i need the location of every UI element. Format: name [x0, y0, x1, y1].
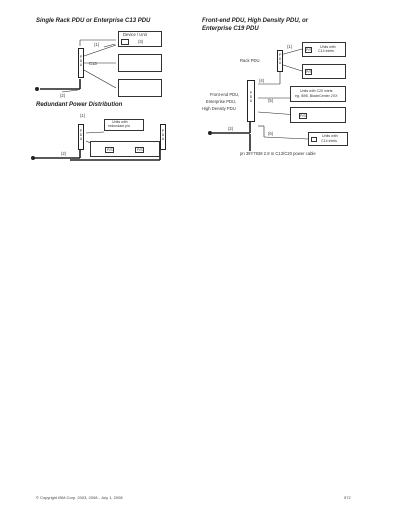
section-heading-frontend-line1: Front-end PDU, High Density PDU, or — [202, 18, 309, 24]
device-box-2 — [118, 54, 162, 72]
callout-1: (1) — [94, 42, 100, 47]
c20-units-box-2: P/S — [290, 107, 346, 123]
callout-3: (3) — [138, 39, 144, 44]
c20-units-box: Units with C20 inlets eg. i595, BladeCen… — [290, 86, 346, 102]
plug-icon — [31, 156, 35, 160]
ps-inlet: P/S — [305, 47, 312, 53]
pdu-letter-p: P — [161, 129, 165, 133]
c14-units-box-top: P/S Units with C14 inlets — [302, 42, 346, 57]
c14-bottom-line1: Units with — [322, 134, 338, 138]
pdu-letter-u: U — [79, 63, 83, 68]
frontend-pdu-strip: P D U — [247, 80, 255, 122]
c14-units-box-2: P/S — [302, 64, 346, 79]
right-callout-6: (6) — [268, 131, 274, 136]
right-callout-4: (4) — [259, 78, 265, 83]
c14-bottom-line2: C14 inlets — [321, 139, 337, 143]
redundant-unit-box: Units with redundant p/s — [104, 119, 144, 131]
right-callout-2: (2) — [228, 126, 234, 131]
plug-icon — [35, 87, 39, 91]
redundant-unit-line2: redundant p/s — [108, 124, 130, 128]
frontend-line1: Front-end PDU, — [210, 92, 240, 97]
ps-inlet: P/S — [299, 113, 307, 119]
cable-label: pn 39Y7938 2.8 m C13/C20 power cable — [240, 151, 316, 156]
ps-inlet: P/S — [305, 69, 312, 75]
pdu-strip: P D U — [78, 48, 84, 78]
ps-label: P/S — [306, 70, 312, 74]
footer-copyright: © Copyright IBM Corp. 2003, 2008 - July … — [36, 495, 123, 500]
device-box-3 — [118, 79, 162, 97]
pdu-letter-u: U — [249, 99, 253, 104]
pdu-letter-d: D — [161, 133, 165, 138]
pdu-letter-p: P — [278, 53, 282, 57]
c13-label: C13 — [89, 61, 97, 66]
ps-label-1: P/S — [107, 148, 113, 152]
c20-line1: Units with C20 inlets — [300, 89, 333, 93]
callout-2: (2) — [60, 93, 66, 98]
redundant-system-box: P/S P/S — [90, 141, 160, 157]
device-unit-box: Device / Unit (3) — [118, 31, 162, 47]
pdu-letter-d: D — [79, 133, 83, 138]
pdu-letter-d: D — [249, 95, 253, 100]
c20-line2: eg. i595, BladeCenter 2XX — [295, 94, 338, 98]
pdu-letter-d: D — [278, 57, 282, 62]
c14-top-line2: C14 inlets — [318, 49, 334, 53]
section-heading-frontend-line2: Enterprise C19 PDU — [202, 26, 259, 32]
pdu-letter-u: U — [278, 61, 282, 66]
pdu-letter-d: D — [79, 59, 83, 64]
section-heading-single-rack-pdu: Single Rack PDU or Enterprise C13 PDU — [36, 18, 151, 24]
rack-pdu-label: Rack PDU — [240, 58, 260, 63]
device-inlet — [121, 39, 129, 45]
pdu-letter-u: U — [161, 137, 165, 142]
redundant-pdu-left: P D U — [78, 124, 84, 150]
c14-top-line1: Units with — [320, 45, 336, 49]
pdu-letter-u: U — [79, 137, 83, 142]
power-supply-2: P/S — [135, 147, 144, 153]
ps-label: P/S — [306, 48, 312, 52]
pdu-letter-p: P — [79, 55, 83, 59]
redundant-pdu-right: P D U — [160, 124, 166, 150]
section-heading-redundant: Redundant Power Distribution — [36, 102, 123, 108]
redundant-unit-line1: Units with — [112, 120, 128, 124]
pdu-letter-p: P — [249, 91, 253, 95]
inlet-bottom — [311, 137, 317, 142]
right-callout-5: (5) — [268, 98, 274, 103]
ps-label-2: P/S — [137, 148, 143, 152]
ps-label: P/S — [300, 114, 306, 118]
power-supply-1: P/S — [105, 147, 114, 153]
plug-icon — [208, 131, 212, 135]
redundant-callout-2: (2) — [61, 151, 67, 156]
frontend-line2: Enterprise PDU, — [206, 99, 237, 104]
rack-pdu-strip: P D U — [277, 50, 283, 72]
right-callout-1: (1) — [287, 44, 293, 49]
page-number: 572 — [344, 495, 351, 500]
redundant-callout-1: (1) — [80, 113, 86, 118]
device-unit-label: Device / Unit — [123, 32, 147, 37]
c14-units-box-bottom: Units with C14 inlets — [308, 132, 348, 146]
frontend-line3: High Density PDU — [202, 106, 236, 111]
pdu-letter-p: P — [79, 129, 83, 133]
